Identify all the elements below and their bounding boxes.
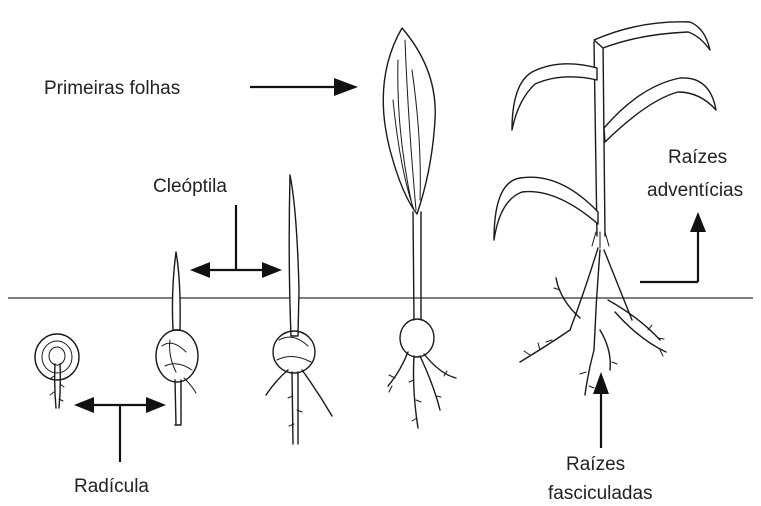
seed-stage-3 xyxy=(266,175,332,444)
label-radicula: Radícula xyxy=(74,476,149,497)
label-raizes-adventicias-line1: Raízes xyxy=(668,147,727,168)
label-cleoptila: Cleóptila xyxy=(153,176,227,197)
seed-stage-5 xyxy=(494,22,716,395)
seed-stage-1 xyxy=(35,334,79,408)
label-primeiras-folhas: Primeiras folhas xyxy=(44,78,180,99)
label-raizes-adventicias-line2: adventícias xyxy=(647,180,743,201)
seed-stage-2 xyxy=(156,252,198,425)
arrow-raizes-fasciculadas xyxy=(593,372,609,448)
label-raizes-fasciculadas-line2: fasciculadas xyxy=(548,483,653,504)
arrow-cleoptila xyxy=(190,205,282,278)
arrow-primeiras-folhas xyxy=(250,78,358,96)
arrow-radicula xyxy=(74,397,166,462)
seed-stage-4 xyxy=(383,28,456,428)
label-raizes-fasciculadas-line1: Raízes xyxy=(566,454,625,475)
arrow-raizes-adventicias xyxy=(640,212,706,282)
